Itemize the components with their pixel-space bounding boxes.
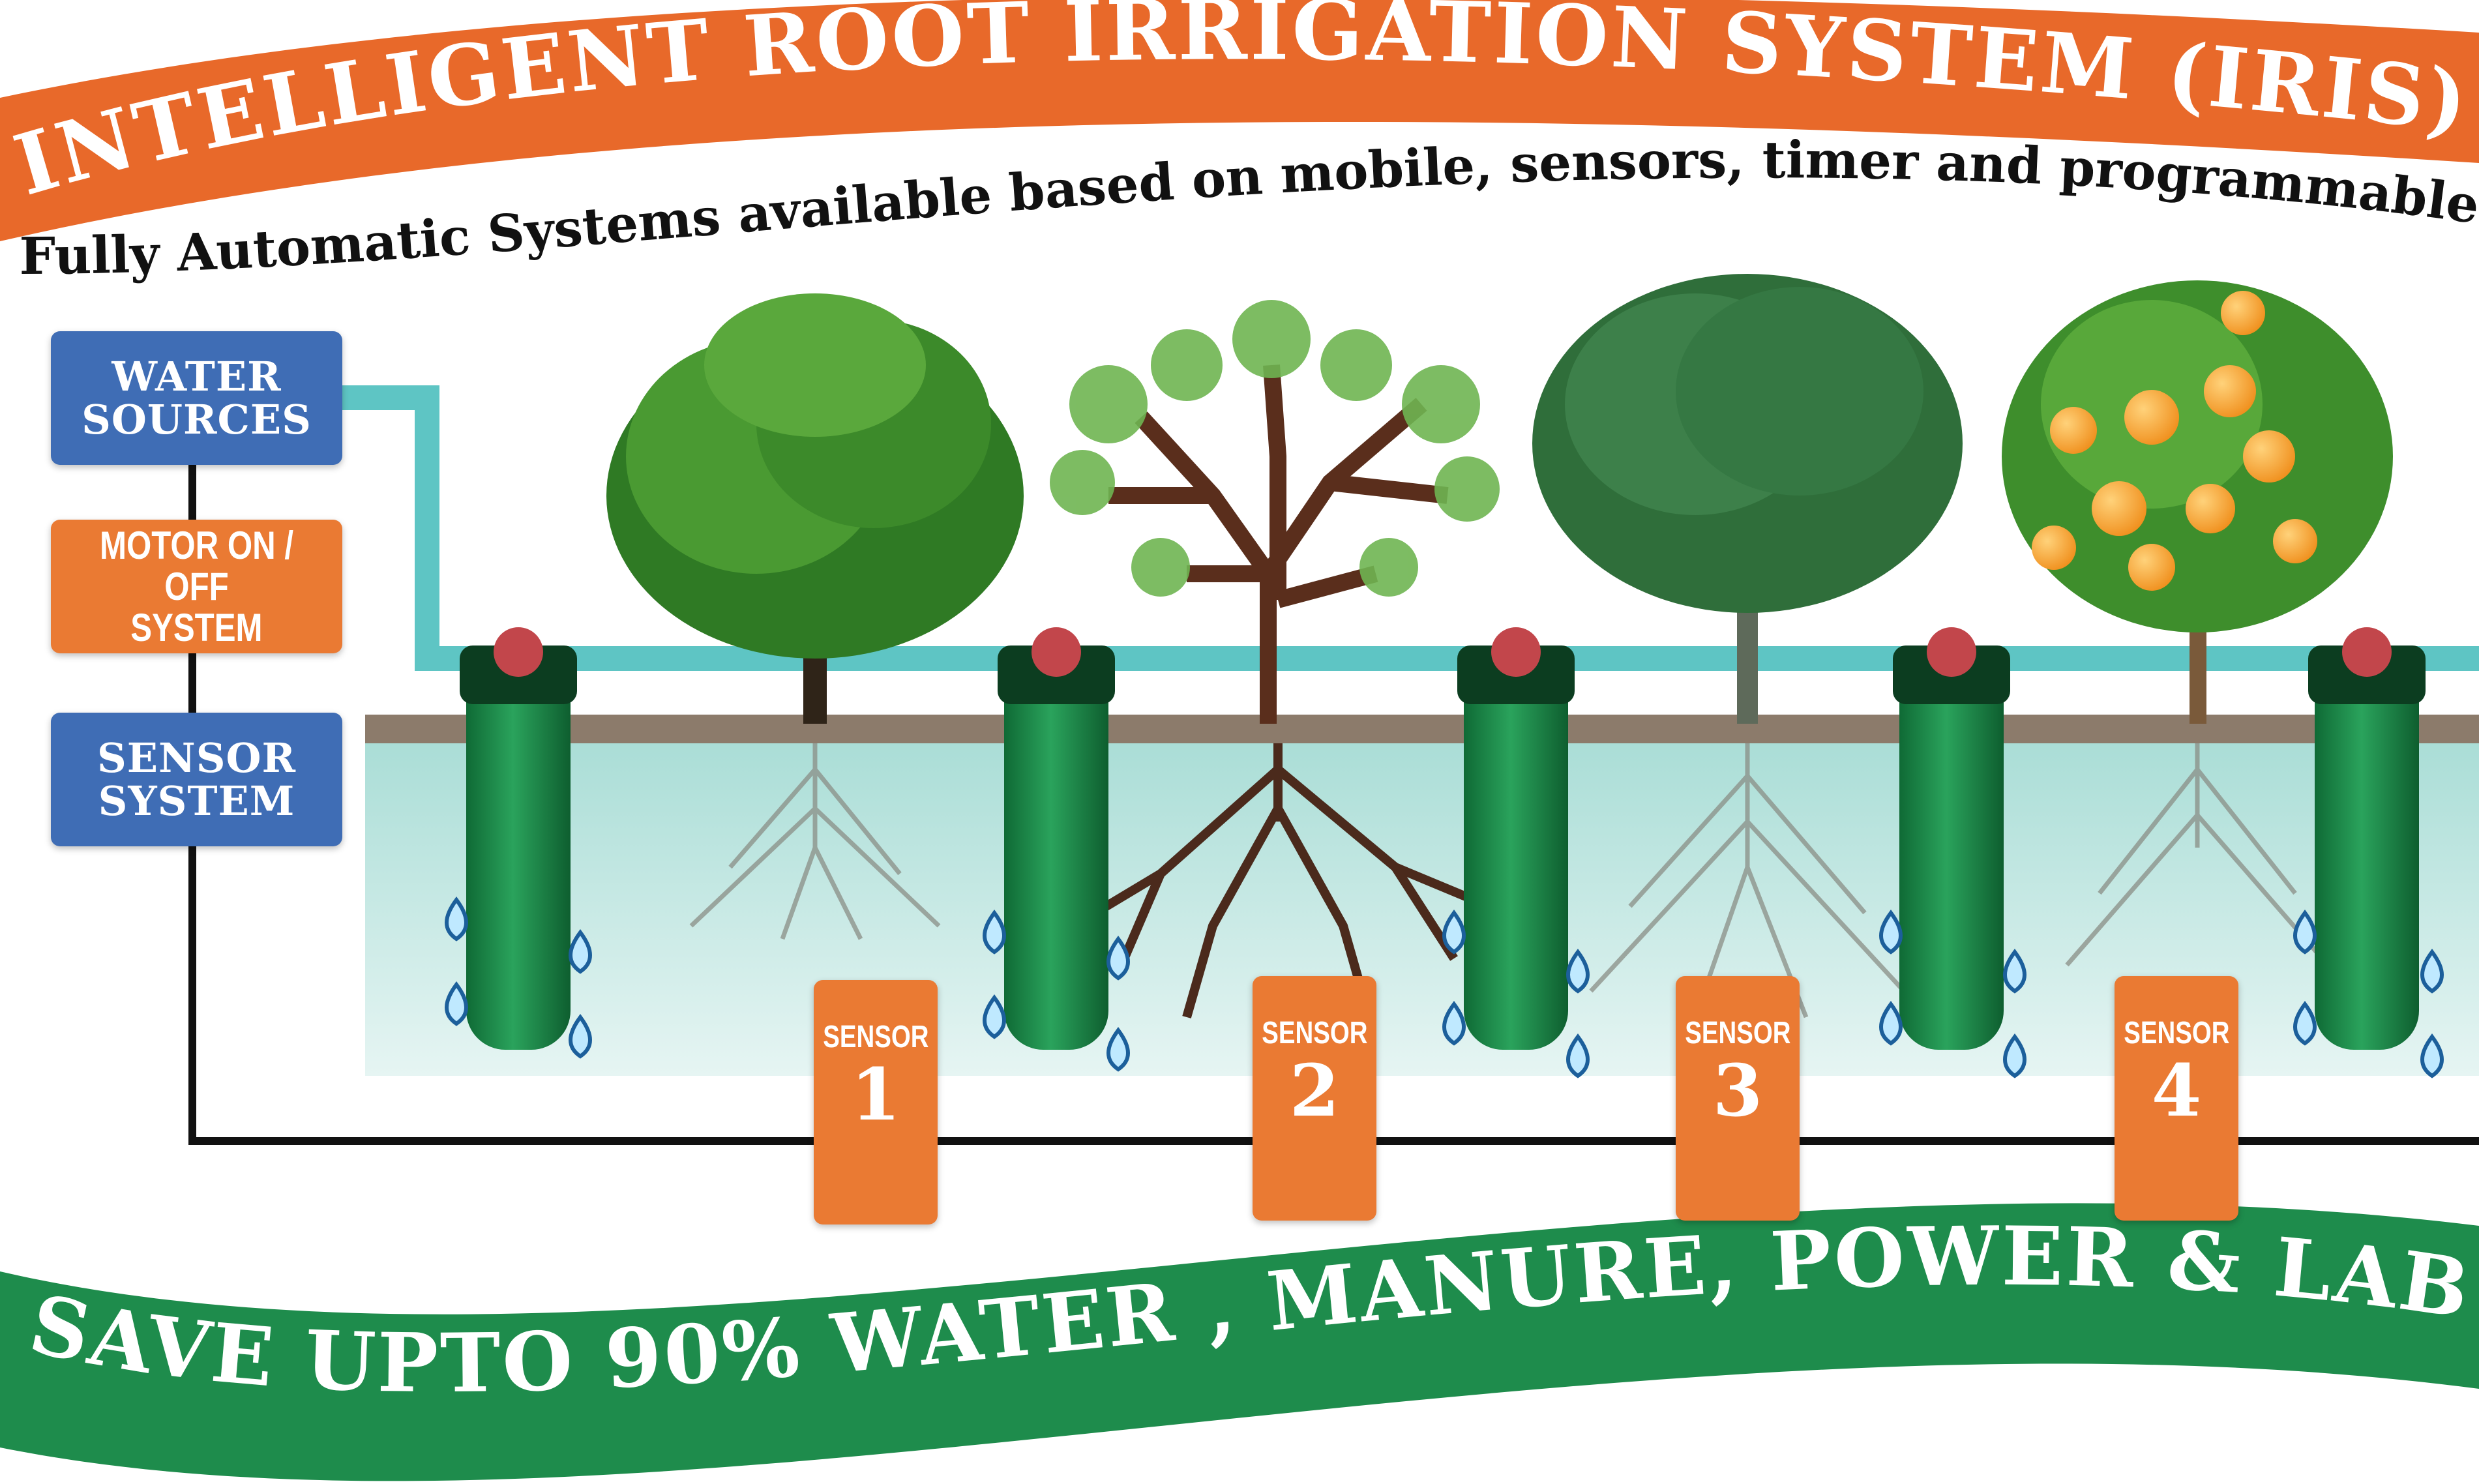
sensor-card-4: SENSOR 4: [2115, 976, 2238, 1221]
emitter-1: [460, 627, 577, 1050]
sensor-number: 2: [1289, 1048, 1340, 1133]
water-pipe: [342, 385, 2479, 671]
sensor-label: SENSOR: [822, 1020, 929, 1054]
tree-1: [606, 293, 1024, 724]
sensor-number: 1: [850, 1052, 901, 1136]
sensor-system-line-1: SENSOR: [96, 734, 296, 782]
emitter-5: [2308, 627, 2426, 1050]
sensor-card-2: SENSOR 2: [1253, 976, 1376, 1221]
water-sources-box: WATER SOURCES: [51, 331, 342, 465]
motor-line-2: SYSTEM: [130, 606, 263, 649]
sensor-label: SENSOR: [2123, 1016, 2230, 1050]
footer-banner: [0, 1203, 2479, 1481]
water-drops: [445, 896, 2444, 1078]
sensor-system-box: SENSOR SYSTEM: [51, 713, 342, 846]
sensor-label: SENSOR: [1261, 1016, 1368, 1050]
emitter-3: [1457, 627, 1575, 1050]
sensor-card-1: SENSOR 1: [814, 980, 938, 1224]
emitter-4: [1893, 627, 2010, 1050]
root-emitters: [460, 627, 2426, 1050]
ground-line: [365, 715, 2479, 743]
sensor-number: 4: [2151, 1048, 2202, 1133]
sensor-number: 3: [1712, 1048, 1763, 1133]
sensor-system-line-2: SYSTEM: [98, 777, 295, 825]
water-sources-line-1: WATER: [111, 353, 282, 401]
sensor-label: SENSOR: [1684, 1016, 1791, 1050]
footer-text: SAVE UPTO 90% WATER , MANURE, POWER & LA…: [0, 0, 2479, 1411]
roots: [689, 743, 2330, 1018]
tree-2-roots: [1093, 743, 1476, 1018]
tree-2: [1050, 300, 1500, 724]
motor-line-1: MOTOR ON / OFF: [99, 524, 294, 608]
motor-on-off-box: MOTOR ON / OFF SYSTEM: [51, 520, 342, 653]
emitter-2: [998, 627, 1115, 1050]
tree-4-orange: [2002, 280, 2393, 724]
title-banner: [0, 0, 2479, 241]
sensor-card-3: SENSOR 3: [1676, 976, 1800, 1221]
water-sources-line-2: SOURCES: [82, 395, 312, 443]
tree-3: [1532, 274, 1963, 724]
